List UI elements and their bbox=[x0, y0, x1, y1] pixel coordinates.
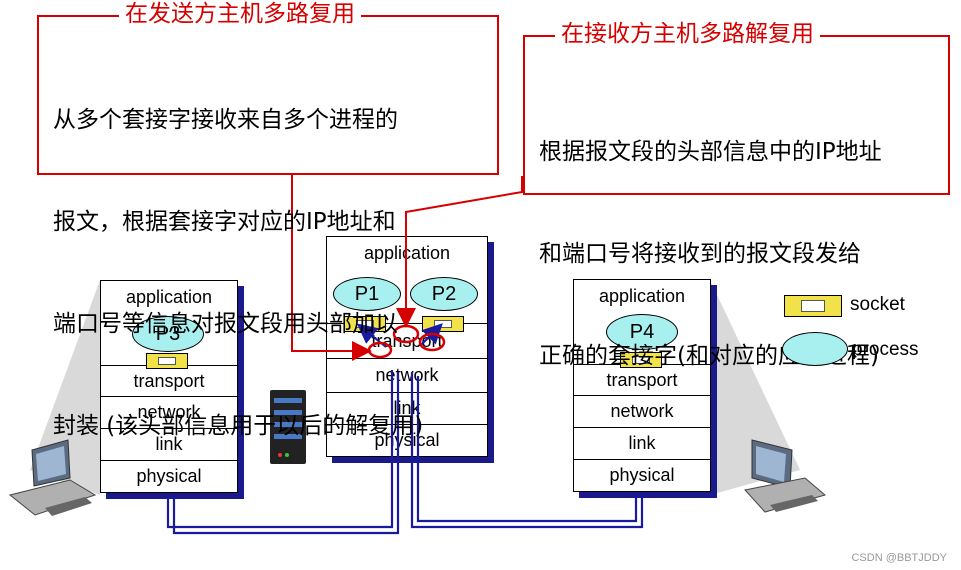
process-p3: P3 bbox=[132, 316, 204, 352]
layer-label: transport bbox=[133, 370, 205, 391]
middle-physical-layer: physical bbox=[326, 424, 488, 457]
sender-callout-line: 从多个套接字接收来自多个进程的 bbox=[53, 107, 398, 133]
process-p2: P2 bbox=[410, 277, 478, 311]
process-label: P4 bbox=[629, 320, 655, 343]
legend-process-label: process bbox=[852, 339, 919, 360]
socket-p3 bbox=[146, 353, 188, 369]
right-link-layer: link bbox=[573, 427, 711, 460]
receiver-callout-line: 和端口号将接收到的报文段发给 bbox=[539, 241, 861, 267]
process-label: P2 bbox=[431, 282, 457, 305]
layer-label: link bbox=[393, 398, 421, 418]
legend-socket-icon bbox=[784, 295, 842, 317]
receiver-demultiplexing-callout: 在接收方主机多路解复用 根据报文段的头部信息中的IP地址 和端口号将接收到的报文… bbox=[523, 21, 950, 369]
process-label: P1 bbox=[354, 282, 380, 305]
sender-multiplexing-callout: 在发送方主机多路复用 从多个套接字接收来自多个进程的 报文，根据套接字对应的IP… bbox=[37, 1, 499, 439]
server-icon bbox=[270, 390, 306, 464]
sender-callout-body: 从多个套接字接收来自多个进程的 报文，根据套接字对应的IP地址和 端口号等信息对… bbox=[53, 35, 423, 511]
process-p4: P4 bbox=[606, 314, 678, 350]
layer-label: network bbox=[137, 402, 201, 422]
layer-label: physical bbox=[609, 465, 675, 485]
right-physical-layer: physical bbox=[573, 459, 711, 492]
sender-callout-line: 报文，根据套接字对应的IP地址和 bbox=[53, 209, 396, 235]
sender-callout-title: 在发送方主机多路复用 bbox=[119, 1, 361, 27]
layer-label: physical bbox=[374, 430, 440, 450]
receiver-callout-title: 在接收方主机多路解复用 bbox=[555, 21, 820, 47]
layer-label: link bbox=[155, 434, 183, 454]
legend-process-icon bbox=[782, 332, 848, 366]
receiver-callout-body: 根据报文段的头部信息中的IP地址 和端口号将接收到的报文段发给 正确的套接字(和… bbox=[539, 67, 882, 441]
right-computer-icon bbox=[744, 439, 827, 513]
callout-connectors bbox=[291, 173, 523, 361]
layer-label: network bbox=[610, 401, 674, 421]
sender-callout-line: 封装 (该头部信息用于以后的解复用) bbox=[53, 413, 424, 439]
layer-label: physical bbox=[136, 466, 202, 486]
left-physical-layer: physical bbox=[100, 460, 238, 493]
left-network-layer: network bbox=[100, 396, 238, 429]
layer-label: application bbox=[598, 286, 686, 306]
left-link-layer: link bbox=[100, 428, 238, 461]
watermark: CSDN @BBTJDDY bbox=[851, 552, 947, 564]
layer-label: link bbox=[628, 433, 656, 453]
layer-label: transport bbox=[606, 369, 678, 390]
middle-link-layer: link bbox=[326, 392, 488, 425]
process-p1: P1 bbox=[333, 277, 401, 311]
left-transport-layer: transport bbox=[100, 365, 238, 397]
left-host-cone bbox=[30, 280, 100, 495]
receiver-callout-line: 根据报文段的头部信息中的IP地址 bbox=[539, 139, 882, 165]
right-host-cone bbox=[710, 280, 800, 495]
legend-socket-label: socket bbox=[850, 294, 905, 315]
socket-p4 bbox=[620, 352, 662, 368]
left-computer-icon bbox=[8, 439, 97, 516]
physical-link-lines bbox=[166, 370, 644, 535]
sender-callout-line: 端口号等信息对报文段用头部加以 bbox=[53, 311, 398, 337]
process-label: P3 bbox=[155, 322, 181, 345]
layer-label: application bbox=[125, 287, 213, 307]
